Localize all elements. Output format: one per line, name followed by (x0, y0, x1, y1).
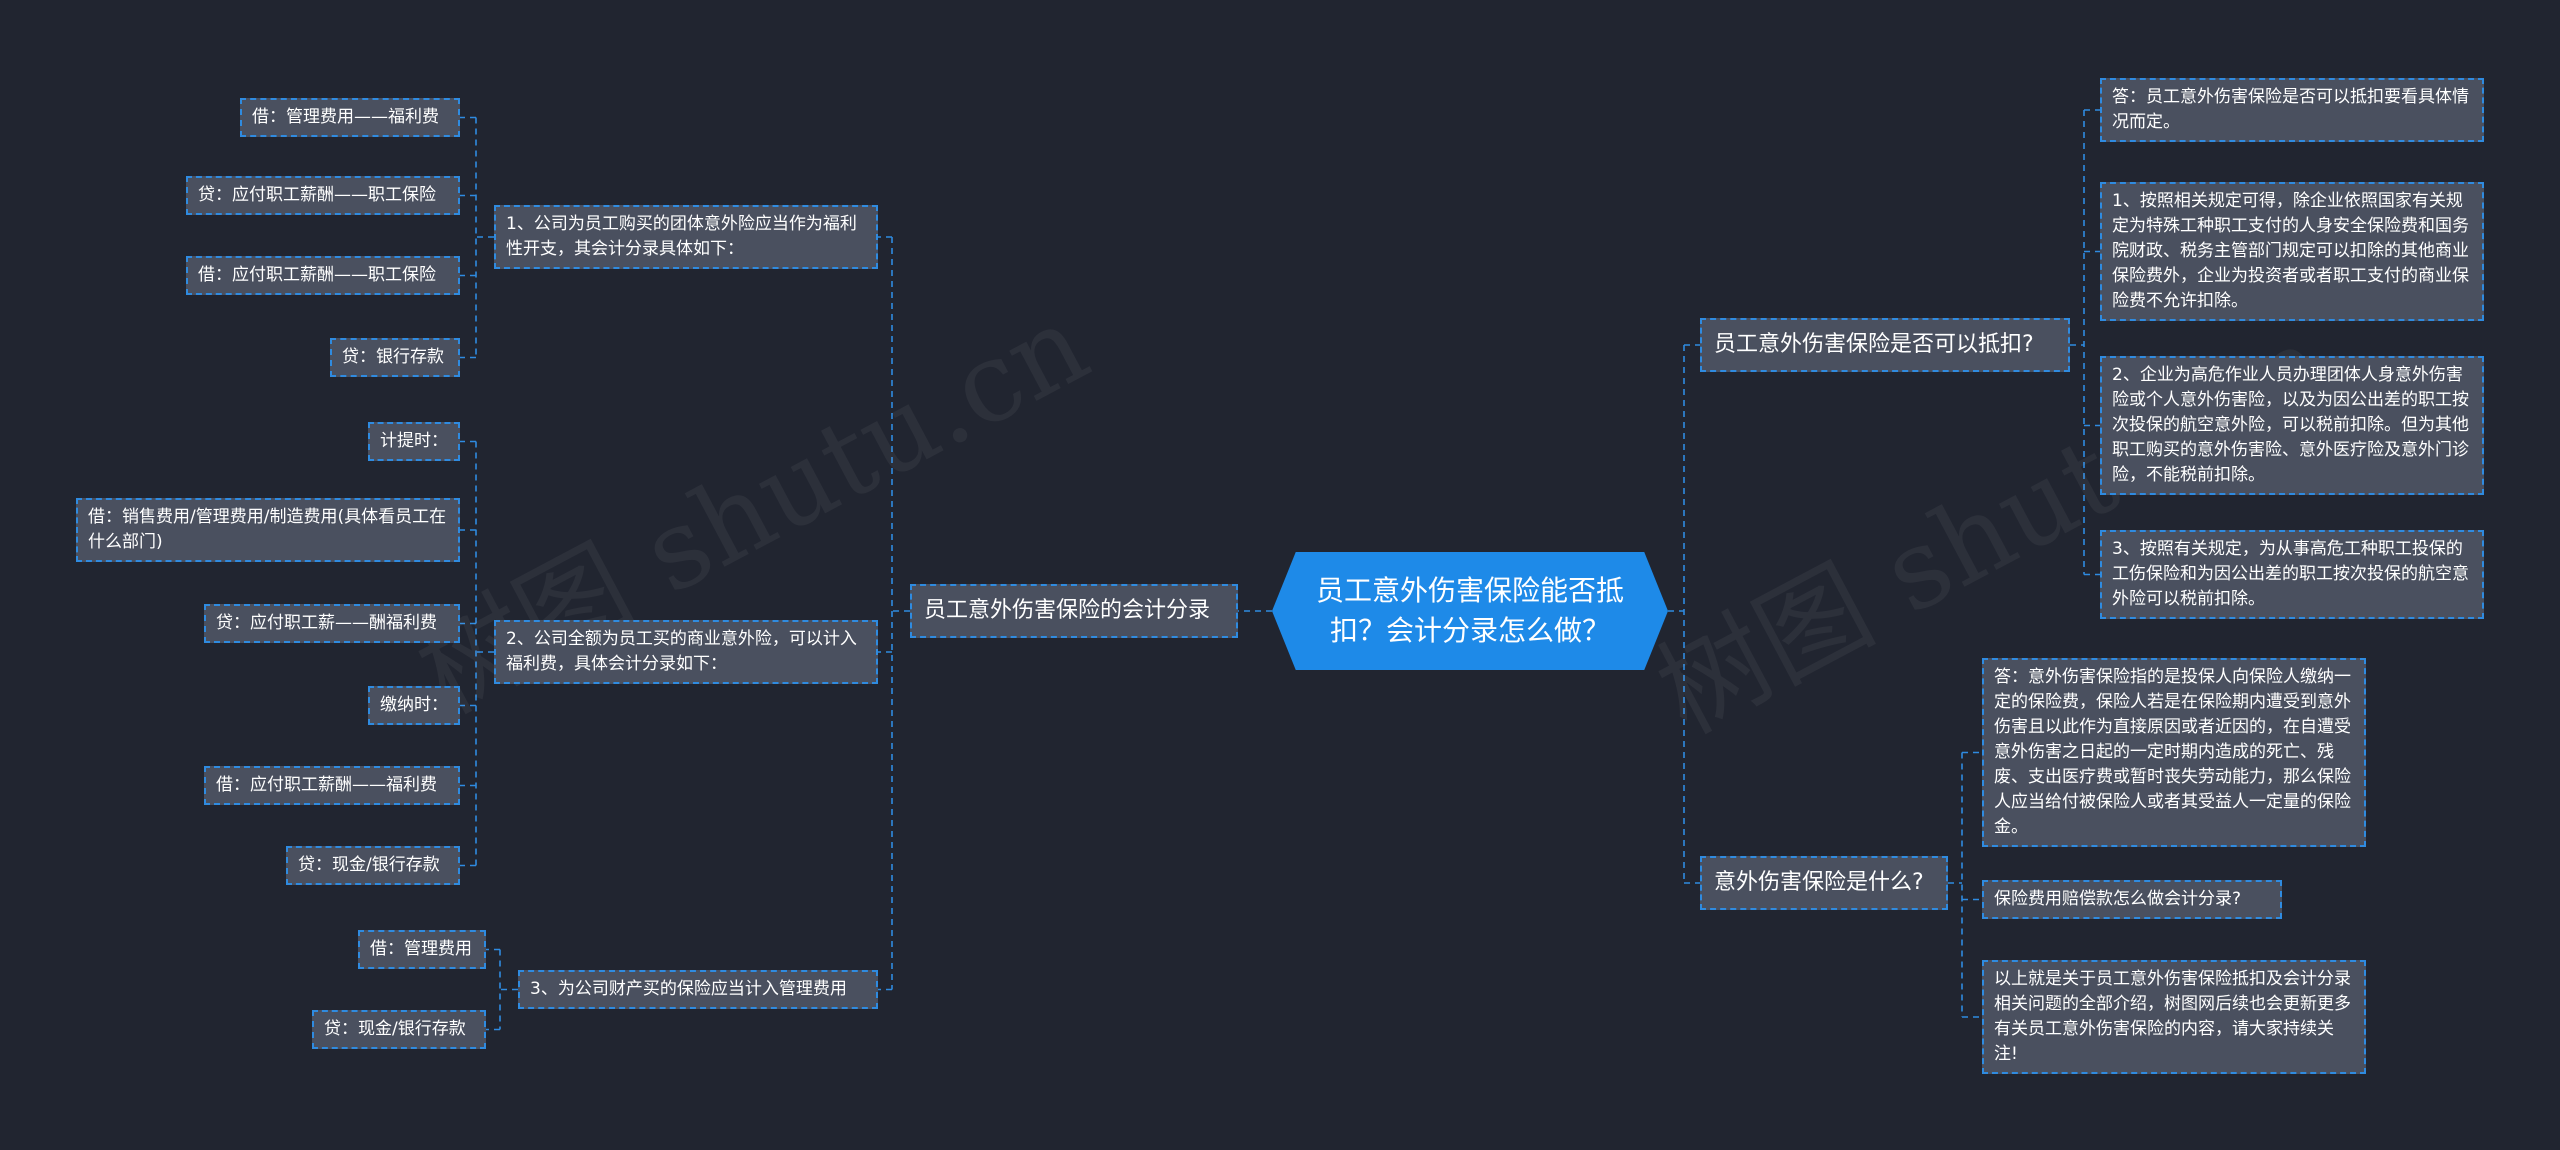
answer-item[interactable]: 2、企业为高危作业人员办理团体人身意外伤害险或个人意外伤害险，以及为因公出差的职… (2100, 356, 2484, 495)
answer-item[interactable]: 3、按照有关规定，为从事高危工种职工投保的工伤保险和为因公出差的职工按次投保的航… (2100, 530, 2484, 619)
entry-item[interactable]: 缴纳时： (368, 686, 460, 725)
group-property-insurance[interactable]: 3、为公司财产买的保险应当计入管理费用 (518, 970, 878, 1009)
entry-item[interactable]: 借：管理费用 (358, 930, 486, 969)
answer-item[interactable]: 答：员工意外伤害保险是否可以抵扣要看具体情况而定。 (2100, 78, 2484, 142)
branch-deductibility[interactable]: 员工意外伤害保险是否可以抵扣? (1700, 318, 2070, 372)
entry-item[interactable]: 借：应付职工薪酬——职工保险 (186, 256, 460, 295)
group-team-accident-insurance[interactable]: 1、公司为员工购买的团体意外险应当作为福利性开支，其会计分录具体如下： (494, 205, 878, 269)
answer-item[interactable]: 1、按照相关规定可得，除企业依照国家有关规定为特殊工种职工支付的人身安全保险费和… (2100, 182, 2484, 321)
entry-item[interactable]: 贷：银行存款 (330, 338, 460, 377)
root-topic[interactable]: 员工意外伤害保险能否抵扣？会计分录怎么做？ (1272, 552, 1668, 670)
entry-item[interactable]: 借：管理费用——福利费 (240, 98, 460, 137)
answer-item[interactable]: 保险费用赔偿款怎么做会计分录? (1982, 880, 2282, 919)
entry-item[interactable]: 借：销售费用/管理费用/制造费用(具体看员工在什么部门) (76, 498, 460, 562)
entry-item[interactable]: 贷：现金/银行存款 (312, 1010, 486, 1049)
answer-item[interactable]: 以上就是关于员工意外伤害保险抵扣及会计分录相关问题的全部介绍，树图网后续也会更新… (1982, 960, 2366, 1074)
entry-item[interactable]: 计提时： (368, 422, 460, 461)
entry-item[interactable]: 借：应付职工薪酬——福利费 (204, 766, 460, 805)
entry-item[interactable]: 贷：现金/银行存款 (286, 846, 460, 885)
branch-accounting-entries[interactable]: 员工意外伤害保险的会计分录 (910, 584, 1238, 638)
answer-item[interactable]: 答：意外伤害保险指的是投保人向保险人缴纳一定的保险费，保险人若是在保险期内遭受到… (1982, 658, 2366, 847)
root-topic-label: 员工意外伤害保险能否抵扣？会计分录怎么做？ (1316, 574, 1625, 647)
group-commercial-accident-insurance[interactable]: 2、公司全额为员工买的商业意外险，可以计入福利费，具体会计分录如下： (494, 620, 878, 684)
entry-item[interactable]: 贷：应付职工薪——酬福利费 (204, 604, 460, 643)
branch-what-is-accident-insurance[interactable]: 意外伤害保险是什么? (1700, 856, 1948, 910)
entry-item[interactable]: 贷：应付职工薪酬——职工保险 (186, 176, 460, 215)
